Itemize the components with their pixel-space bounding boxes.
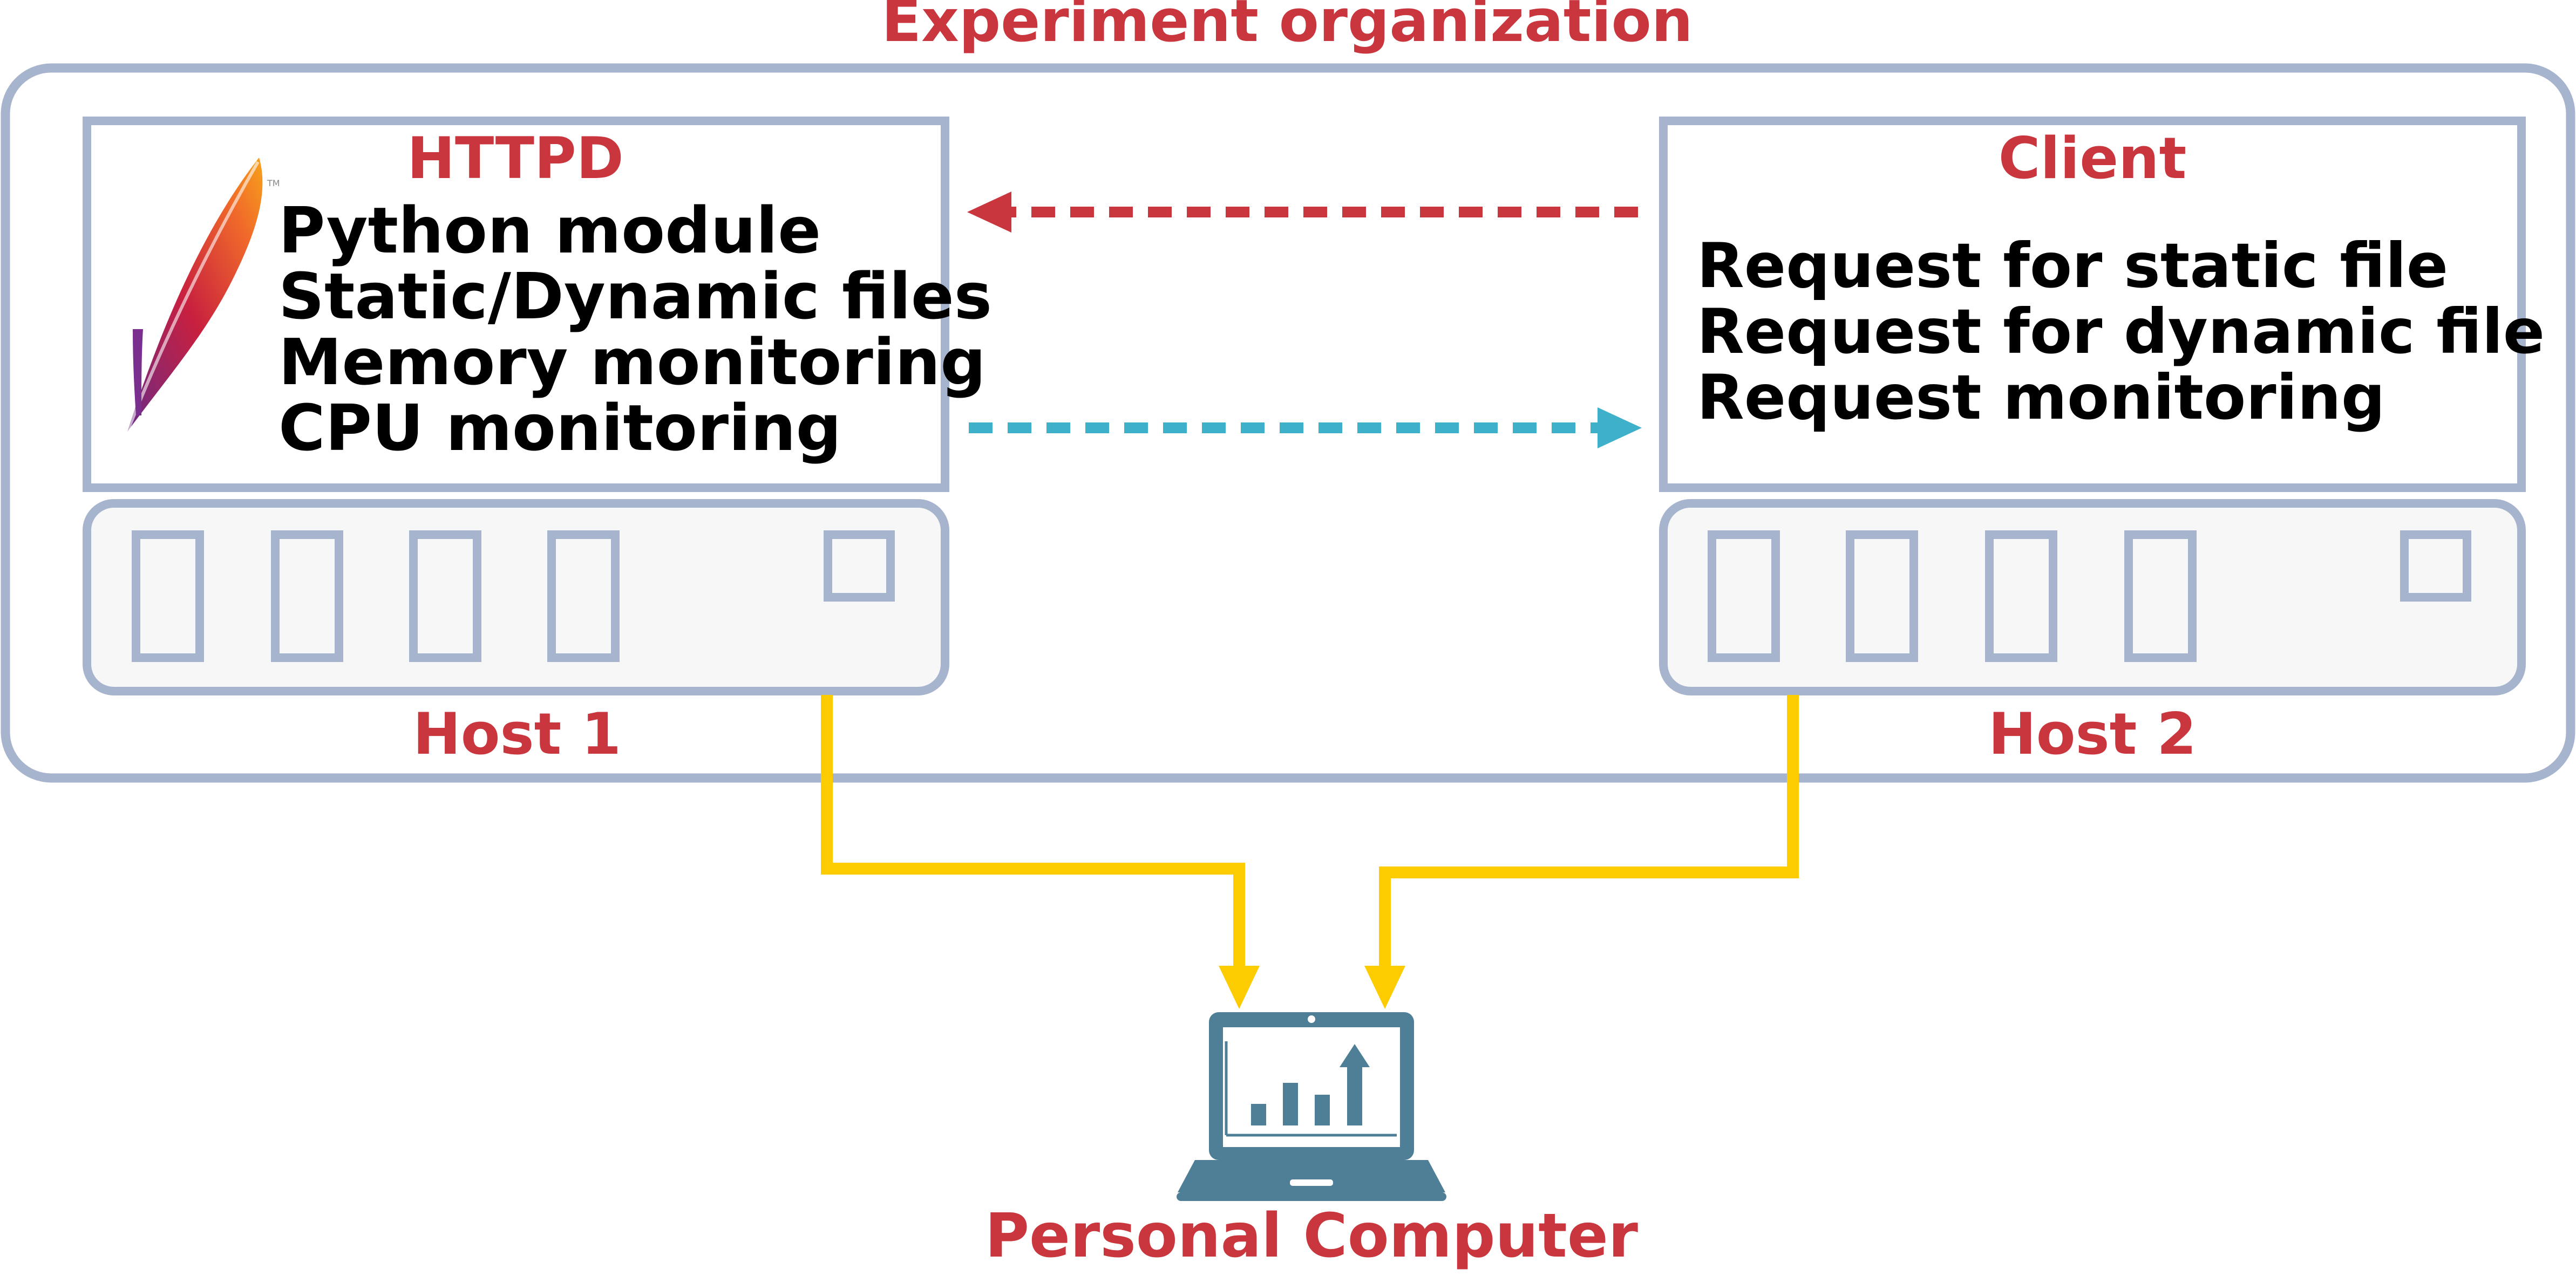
host2-link xyxy=(1364,695,1799,1009)
client-box: Client Request for static file Request f… xyxy=(1659,117,2545,492)
httpd-box: HTTPD TM Python module Static/Dynamic fi… xyxy=(83,117,992,492)
httpd-title: HTTPD xyxy=(407,125,623,192)
server-rack-icon xyxy=(1659,499,2526,695)
host-label: Host 2 xyxy=(1988,701,2197,767)
httpd-item: Static/Dynamic files xyxy=(278,259,992,333)
computer-label: Personal Computer xyxy=(985,1201,1638,1271)
client-item: Request monitoring xyxy=(1697,361,2385,433)
httpd-item: Python module xyxy=(278,193,821,268)
response-arrow xyxy=(969,407,1642,448)
client-item: Request for static file xyxy=(1697,230,2448,302)
host1-link xyxy=(821,695,1260,1009)
organization-title: Experiment organization xyxy=(881,0,1693,55)
client-title: Client xyxy=(1999,125,2187,192)
httpd-item: CPU monitoring xyxy=(278,391,841,465)
apache-feather-icon: TM xyxy=(126,158,280,433)
request-arrow xyxy=(967,192,1638,233)
server-rack-icon xyxy=(83,499,949,695)
logo-mark: TM xyxy=(267,178,280,188)
laptop-chart-icon xyxy=(1177,1012,1446,1201)
client-item: Request for dynamic file xyxy=(1697,296,2545,367)
httpd-item: Memory monitoring xyxy=(278,325,986,399)
organization-frame xyxy=(1,63,2575,783)
host-label: Host 1 xyxy=(413,701,621,767)
